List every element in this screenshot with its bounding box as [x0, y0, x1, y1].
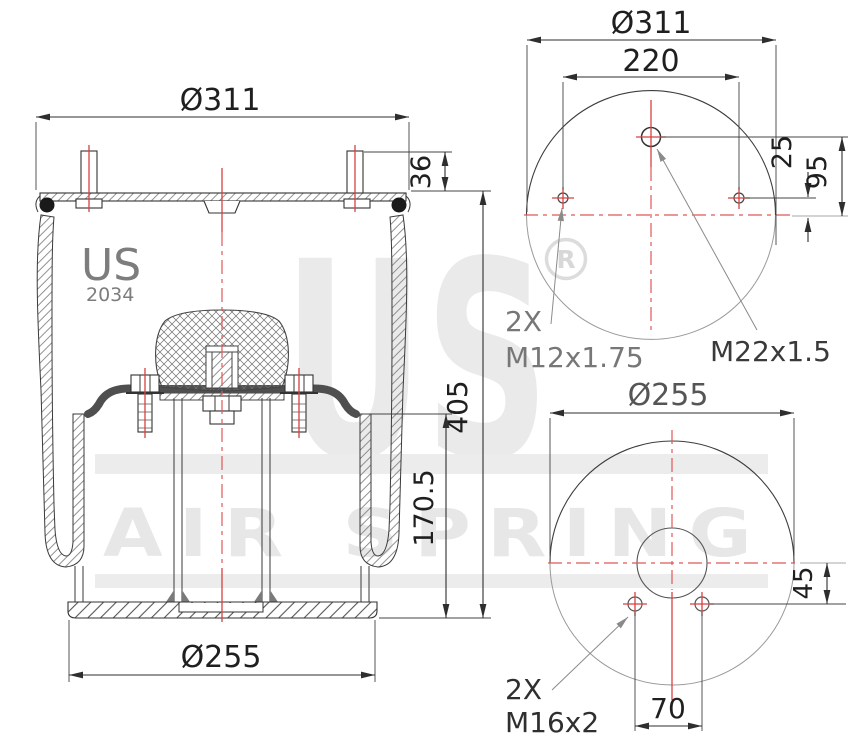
dim-piston-diameter-side: Ø255	[68, 620, 376, 682]
bead-left	[39, 197, 55, 213]
top-plate-circle-upper	[525, 90, 777, 216]
stud-thread-label: M12x1.75	[505, 341, 644, 374]
side-view: Ø311 36 405 170.5 Ø255 US 2034	[35, 83, 491, 682]
part-logo: US 2034	[81, 240, 141, 306]
dim-text-311-top: Ø311	[611, 6, 692, 41]
logo-brand: US	[81, 240, 141, 291]
registered-letter: R	[556, 245, 575, 274]
dim-text-36: 36	[406, 155, 437, 189]
dim-stud-height: 36	[364, 151, 491, 192]
watermark: US R AIR SPRING	[95, 203, 768, 588]
dim-text-255-side: Ø255	[181, 640, 262, 675]
registered-trademark-icon: R	[544, 237, 588, 281]
dim-stud-spacing: 220	[562, 44, 740, 190]
top-plate-circle-lower	[526, 214, 776, 340]
dim-top-plate-diameter: Ø311	[35, 83, 410, 190]
dim-text-45: 45	[789, 566, 819, 599]
stud-thread-callout: 2X M12x1.75	[505, 207, 644, 374]
piston-columns	[166, 398, 278, 602]
center-stud-nut	[202, 395, 242, 425]
dim-text-70: 70	[650, 692, 686, 725]
dim-piston-height: 170.5	[362, 413, 452, 618]
dim-text-25: 25	[767, 135, 798, 169]
top-view-centerlines	[524, 100, 792, 333]
watermark-bar-bottom	[95, 574, 768, 588]
dim-text-220: 220	[622, 44, 679, 79]
bolt-qty-label: 2X	[505, 673, 542, 706]
dim-hole-offset-25: 25	[767, 135, 812, 242]
top-plan-view: Ø311 220 25 95 2X M12x1.75 M22x1.5	[505, 6, 848, 374]
dim-hole-spacing-70: 70	[634, 612, 703, 731]
center-thread-label: M22x1.5	[710, 335, 831, 368]
piston-walls	[74, 566, 370, 602]
watermark-tagline: AIR SPRING	[103, 495, 768, 572]
bolt-thread-callout: 2X M16x2	[505, 616, 629, 739]
dim-text-311-side: Ø311	[180, 83, 261, 118]
stud-qty-label: 2X	[505, 305, 542, 338]
watermark-bar-top	[95, 454, 768, 474]
bellows-left-wall	[36, 214, 85, 568]
center-thread-callout: M22x1.5	[656, 148, 831, 368]
side-view-centerlines	[88, 145, 356, 622]
dim-center-offset-95: 95	[802, 137, 846, 216]
bottom-view-centerlines	[548, 430, 800, 700]
dim-text-255-bottom: Ø255	[628, 378, 709, 413]
bolt-thread-label: M16x2	[505, 706, 599, 739]
bottom-plan-view: Ø255 45 70 2X M16x2	[505, 378, 846, 739]
dim-plate-diameter-top: Ø311	[526, 6, 777, 245]
dim-text-95: 95	[802, 155, 833, 189]
logo-model: 2034	[86, 284, 134, 306]
dim-hole-offset-45: 45	[789, 563, 831, 604]
bead-right	[391, 197, 407, 213]
dim-text-170-5: 170.5	[409, 469, 440, 546]
dim-piston-diameter-bottom: Ø255	[549, 378, 795, 556]
